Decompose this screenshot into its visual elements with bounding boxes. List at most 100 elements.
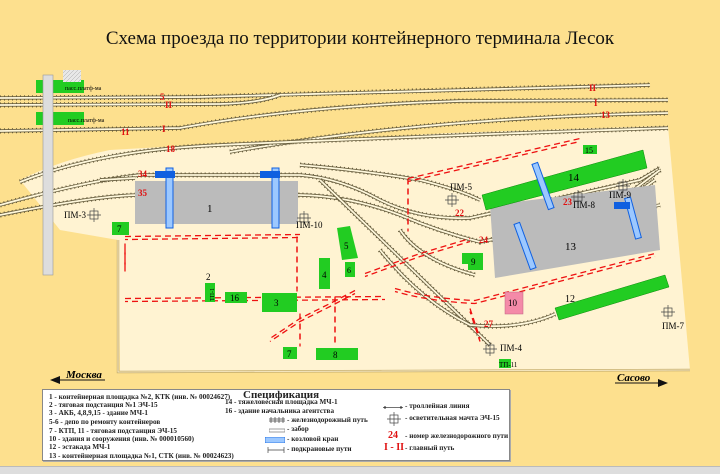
platform-label: пасс.платф-ма: [65, 85, 102, 92]
gantry-crane: [271, 167, 280, 229]
gantry-crane: [531, 161, 555, 211]
mast-label: ПМ-9: [609, 190, 631, 200]
light-mast-icon: [616, 179, 630, 193]
platform-label: пасс.платф-ма: [68, 117, 105, 124]
track-number: II: [165, 100, 173, 110]
object-label: 8: [333, 350, 338, 360]
main-track-sample: I - II: [384, 442, 405, 453]
object-label: 1: [207, 203, 213, 215]
gantry-crane-symbol-icon: [264, 436, 286, 445]
object-label: 2: [206, 272, 211, 282]
railway-track: [378, 248, 557, 329]
heavy-platform-14: [481, 149, 648, 211]
light-mast-icon: [445, 193, 459, 207]
track-number: 13: [601, 110, 611, 120]
legend-item: - подкрановые пути: [287, 445, 352, 453]
light-mast-icon: [571, 190, 585, 204]
track-numbers: 5 II 11 I 18 II I 13 34 35 22 23 24 27: [121, 83, 611, 329]
railway-track: [99, 175, 136, 183]
track-number-sample: 24: [388, 430, 398, 441]
object-label: 12: [565, 294, 575, 305]
mast-label: ПМ-4: [500, 343, 522, 353]
vehicle-route: [407, 137, 581, 183]
legend-item: - главный путь: [405, 444, 455, 452]
crane-cab: [155, 171, 175, 178]
direction-moscow: Москва: [50, 369, 105, 384]
vehicle-route: [124, 295, 386, 303]
track-number: 34: [138, 169, 148, 179]
bottom-bar: [0, 466, 720, 474]
light-mast-icon: [297, 211, 311, 225]
track-number: 23: [563, 197, 573, 207]
pedestrian-bridge: [42, 74, 54, 276]
legend-item: 1 - контейнерная площадка №2, КТК (инв. …: [49, 393, 231, 401]
object-label: 15: [585, 146, 593, 155]
fence-symbol-icon: [268, 427, 286, 435]
object-label: 4: [322, 270, 327, 280]
trolley-line-icon: [383, 404, 403, 412]
track-number: I: [162, 124, 166, 134]
object-label: 6: [347, 266, 351, 275]
railway-track: [397, 228, 476, 278]
legend-item: 14 - тяжеловесная площадка МЧ-1: [225, 398, 338, 406]
object-label: ТП-1: [210, 288, 216, 301]
railway-track: [19, 125, 669, 185]
track-number: 27: [484, 319, 494, 329]
legend-item: 13 - контейнерная площадка №1, СТК (инв.…: [49, 452, 234, 460]
track-number: 18: [166, 144, 176, 154]
legend-item: 12 - эстакада МЧ-1: [49, 443, 111, 451]
direction-sasovo: Сасово: [615, 372, 668, 387]
legend-item: - забор: [287, 425, 309, 433]
object-label: 9: [471, 257, 476, 267]
mast-label: ПМ-7: [662, 321, 684, 331]
track-number: II: [589, 83, 597, 93]
buildings: 7 ТП-1 2 16 3 4 5 6 9 10 7 8 ТП-11: [112, 222, 524, 369]
track-number: 11: [121, 127, 130, 137]
object-label: 5: [344, 241, 349, 251]
mast-label: ПМ-3: [64, 210, 86, 220]
mast-label: ПМ-8: [573, 200, 595, 210]
object-label: 13: [565, 241, 577, 253]
object-label: 10: [508, 298, 518, 308]
vehicle-route: [394, 252, 656, 305]
building-15: [583, 145, 597, 154]
legend-item: - осветительная мачта ЭЧ-15: [405, 414, 500, 422]
railway-track: [0, 97, 669, 134]
vehicle-route: [124, 233, 301, 241]
container-area-1: [135, 181, 298, 224]
legend-item: 2 - тяговая подстанция №1 ЭЧ-15: [49, 401, 158, 409]
legend-item: 16 - здание начальника агентства: [225, 407, 335, 415]
track-number: 5: [160, 92, 165, 102]
track-number: 35: [138, 188, 148, 198]
legend-item: - троллейная линия: [405, 402, 470, 410]
legend-item: 10 - здания и сооружения (инв. № 0000105…: [49, 435, 195, 443]
crane-cab: [614, 202, 630, 209]
track-number: 22: [455, 208, 465, 218]
crane-cab: [260, 171, 280, 178]
legend-item: 5-6 - депо по ремонту контейнеров: [49, 418, 161, 426]
object-label: 16: [230, 293, 240, 303]
railway-track: [0, 92, 281, 108]
track-number: 24: [479, 235, 489, 245]
gantry-crane: [513, 221, 537, 271]
mast-label: ПМ-10: [296, 220, 323, 230]
object-label: 3: [274, 298, 279, 308]
railway-track: [0, 82, 651, 101]
legend-item: 7 - КТП, 11 - тяговая подстанция ЭЧ-15: [49, 427, 177, 435]
legend-heading: Спецификация: [243, 389, 320, 401]
vehicle-route: [469, 308, 481, 342]
vehicle-route: [269, 289, 356, 343]
light-mast-icon: [661, 305, 675, 319]
direction-label: Сасово: [617, 372, 651, 384]
legend-item: 3 - АКБ, 4,8,9,15 - здание МЧ-1: [49, 409, 148, 417]
track-number: I: [594, 98, 598, 108]
legend-item: - железнодорожный путь: [287, 416, 368, 424]
object-label: 7: [117, 224, 122, 234]
object-label: 14: [568, 172, 580, 184]
direction-label: Москва: [65, 369, 102, 381]
railway-symbol-icon: [269, 417, 285, 425]
legend-item: - козловой кран: [287, 435, 339, 443]
page-title: Схема проезда по территории контейнерног…: [105, 28, 615, 49]
light-mast-icon: [483, 342, 497, 356]
